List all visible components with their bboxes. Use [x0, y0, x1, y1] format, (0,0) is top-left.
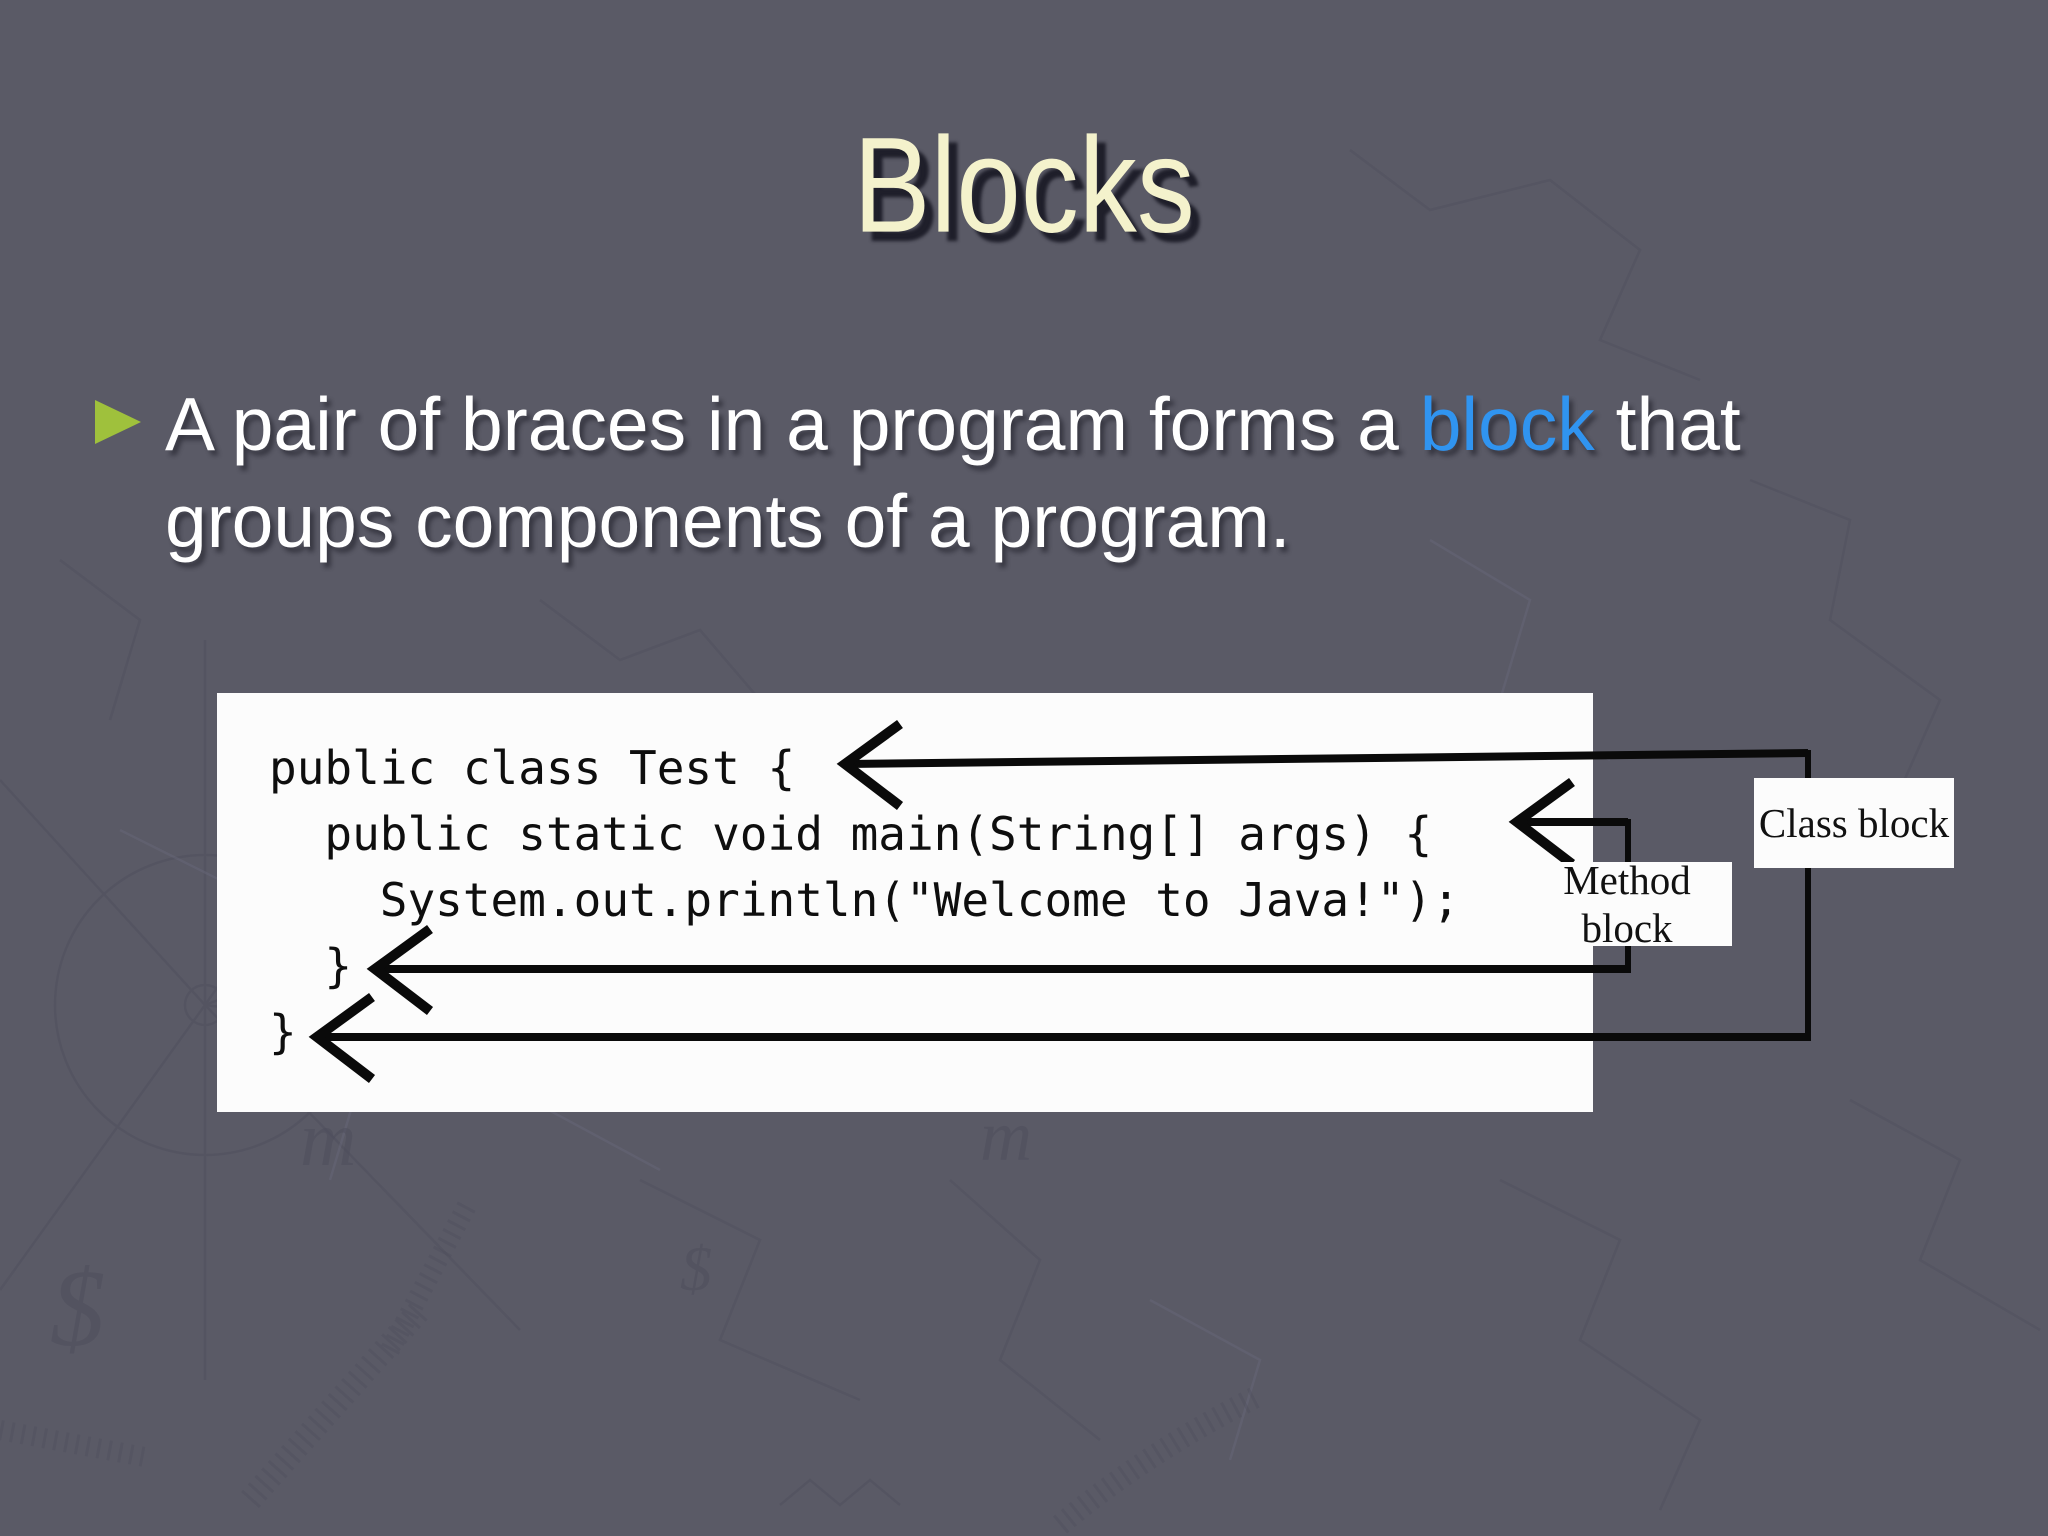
- slide-title: Blocks: [853, 108, 1195, 261]
- method-block-label-text: Method block: [1563, 857, 1691, 951]
- bullet-triangle-icon: [95, 400, 141, 444]
- code-block: public class Test { public static void m…: [269, 735, 1460, 1065]
- highlight-word-block: block: [1419, 382, 1595, 466]
- code-panel: public class Test { public static void m…: [217, 693, 1593, 1112]
- code-line-3: System.out.println("Welcome to Java!");: [269, 873, 1460, 927]
- dollar-glyph: $: [50, 1247, 105, 1369]
- bullet-paragraph: A pair of braces in a program forms a bl…: [95, 376, 1741, 570]
- bullet-text: A pair of braces in a program forms a bl…: [165, 376, 1741, 570]
- dollar-glyph-small: $: [680, 1233, 712, 1304]
- code-line-2: public static void main(String[] args) {: [269, 807, 1433, 861]
- class-block-label: Class block: [1754, 778, 1954, 868]
- bullet-line-1: A pair of braces in a program forms a bl…: [165, 376, 1741, 473]
- class-block-label-text: Class block: [1758, 800, 1950, 846]
- bullet-text-after: that: [1594, 382, 1741, 466]
- bullet-line-2: groups components of a program.: [165, 479, 1291, 563]
- bullet-text-before: A pair of braces in a program forms a: [165, 382, 1420, 466]
- texture-glyphs: $ $ m m: [50, 1095, 1032, 1369]
- code-line-1: public class Test {: [269, 741, 796, 795]
- code-line-4: }: [269, 939, 353, 993]
- method-block-label: Method block: [1522, 857, 1732, 951]
- code-line-5: }: [269, 1005, 297, 1059]
